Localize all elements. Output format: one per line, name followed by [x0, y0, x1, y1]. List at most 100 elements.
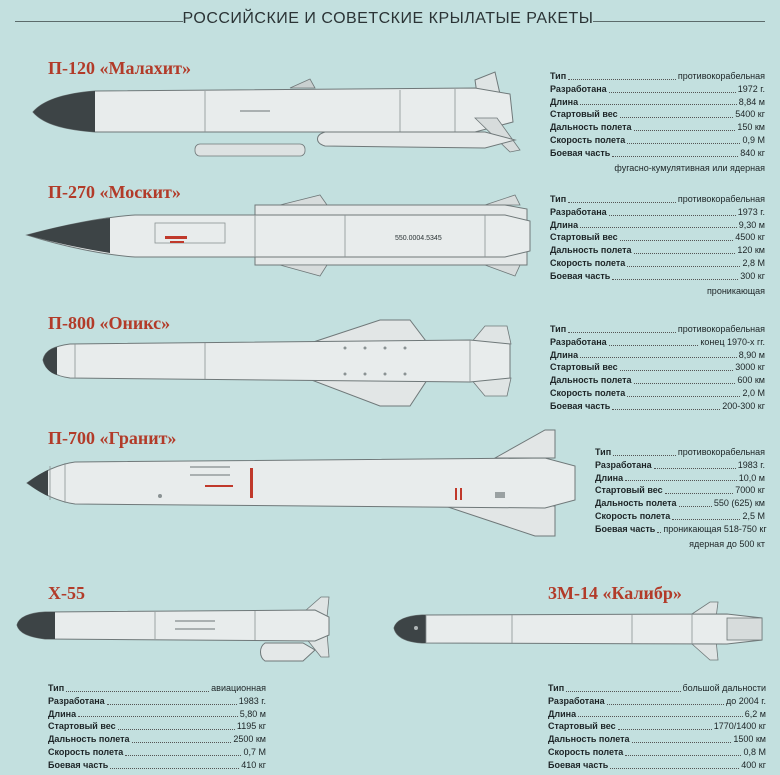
- spec-row: Скорость полета 0,9 М: [550, 134, 765, 147]
- spec-note: ядерная до 500 кт: [689, 538, 765, 549]
- spec-label: Скорость полета: [548, 746, 624, 757]
- spec-row: Тип противокорабельная: [550, 323, 765, 336]
- spec-value: 1770/1400 кг: [713, 721, 766, 732]
- spec-value: противокорабельная: [677, 71, 765, 81]
- spec-value: 2,0 М: [742, 387, 765, 398]
- spec-label: Дальность полета: [550, 375, 632, 386]
- spec-value: 120 км: [737, 245, 765, 256]
- title-rule-left: [15, 21, 183, 22]
- spec-value: 5400 кг: [735, 109, 765, 120]
- spec-row: Стартовый вес 5400 кг: [550, 108, 765, 121]
- spec-label: Длина: [550, 96, 579, 107]
- spec-value: 10,0 м: [738, 472, 765, 483]
- spec-label: Боевая часть: [550, 270, 611, 281]
- spec-label: Длина: [550, 219, 579, 230]
- spec-note: фугасно-кумулятивная или ядерная: [614, 162, 765, 173]
- spec-label: Стартовый вес: [550, 109, 618, 120]
- spec-label: Скорость полета: [550, 134, 626, 145]
- spec-value: 1983 г.: [737, 459, 765, 470]
- spec-label: Боевая часть: [595, 523, 656, 534]
- spec-value: 8,84 м: [738, 96, 765, 107]
- spec-row: Дальность полета 120 км: [550, 244, 765, 257]
- spec-row: Скорость полета 2,0 М: [550, 387, 765, 400]
- spec-value: 6,2 м: [744, 708, 766, 719]
- spec-label: Длина: [550, 349, 579, 360]
- spec-value: 2,8 М: [742, 257, 765, 268]
- spec-value: 1195 кг: [236, 721, 266, 732]
- missile-name: П-270 «Москит»: [48, 182, 181, 202]
- missile-p270-illustration: 550.0004.5345: [25, 194, 531, 277]
- spec-value: 150 км: [737, 122, 765, 133]
- spec-value: 840 кг: [740, 147, 765, 158]
- missile-name: П-800 «Оникс»: [48, 313, 171, 333]
- spec-row: Боевая часть 840 кг: [550, 147, 765, 160]
- missile-p120-illustration: [32, 71, 521, 157]
- spec-row: Стартовый вес 4500 кг: [550, 231, 765, 244]
- missile-kh55-illustration: [16, 596, 330, 662]
- spec-value: 400 кг: [741, 759, 766, 770]
- spec-label: Боевая часть: [48, 759, 109, 770]
- spec-value: 3000 кг: [735, 362, 765, 373]
- missile-kalibr-illustration: [393, 601, 763, 661]
- spec-value: до 2004 г.: [726, 695, 766, 706]
- spec-label: Боевая часть: [550, 400, 611, 411]
- spec-value: 1983 г.: [238, 695, 266, 706]
- spec-row: Разработана до 2004 г.: [548, 695, 766, 708]
- spec-row: Длина 8,84 м: [550, 96, 765, 109]
- spec-value: 0,7 М: [243, 746, 266, 757]
- missile-p800-illustration: [42, 319, 512, 407]
- spec-label: Тип: [550, 324, 567, 334]
- spec-value: противокорабельная: [677, 324, 765, 334]
- missile-p700-illustration: [26, 429, 576, 537]
- spec-label: Дальность полета: [550, 245, 632, 256]
- spec-row: Разработана 1973 г.: [550, 206, 765, 219]
- spec-value: 0,9 М: [742, 134, 765, 145]
- spec-row: Длина 8,90 м: [550, 349, 765, 362]
- spec-label: Боевая часть: [550, 147, 611, 158]
- spec-value: 4500 кг: [735, 232, 765, 243]
- missile-marking: 550.0004.5345: [395, 235, 442, 242]
- spec-label: Разработана: [550, 206, 607, 217]
- spec-label: Стартовый вес: [550, 232, 618, 243]
- spec-value: 1973 г.: [737, 206, 765, 217]
- spec-value: 410 кг: [241, 759, 266, 770]
- spec-label: Скорость полета: [48, 746, 124, 757]
- spec-value: большой дальности: [682, 683, 766, 693]
- spec-value: 5,80 м: [239, 708, 266, 719]
- spec-label: Разработана: [548, 695, 605, 706]
- spec-value: 8,90 м: [738, 349, 765, 360]
- spec-row: Боевая часть 410 кг: [48, 759, 266, 772]
- spec-label: Скорость полета: [550, 387, 626, 398]
- spec-label: Длина: [48, 708, 77, 719]
- spec-value: авиационная: [211, 683, 266, 693]
- spec-row: Скорость полета 0,7 М: [48, 746, 266, 759]
- spec-value: противокорабельная: [677, 447, 765, 457]
- spec-label: Дальность полета: [550, 122, 632, 133]
- spec-label: Дальность полета: [48, 734, 130, 745]
